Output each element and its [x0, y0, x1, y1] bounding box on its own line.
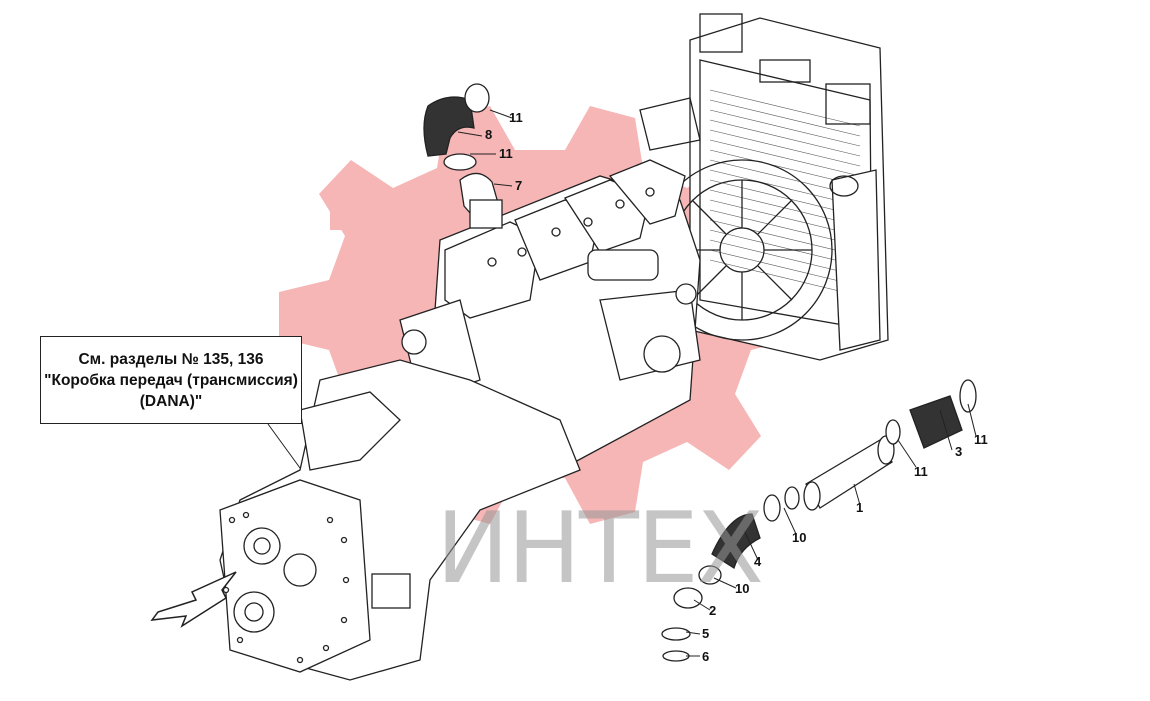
- upper-pipes: [423, 83, 503, 229]
- part-label-10: 10: [792, 530, 807, 545]
- part-label-11: 11: [974, 432, 988, 447]
- part-label-10: 10: [735, 581, 750, 596]
- part-label-6: 6: [702, 649, 710, 664]
- lower-pipes: [661, 379, 977, 662]
- part-label-5: 5: [702, 626, 710, 641]
- part-label-7: 7: [515, 178, 523, 193]
- output-direction-arrow: [150, 571, 237, 628]
- part-label-8: 8: [485, 127, 493, 142]
- part-label-11: 11: [499, 146, 513, 161]
- hose-3: [909, 395, 963, 449]
- section-reference-note: См. разделы № 135, 136 "Коробка передач …: [40, 336, 302, 424]
- part-label-3: 3: [955, 444, 963, 459]
- hose-4: [711, 513, 761, 570]
- part-label-4: 4: [754, 554, 762, 569]
- leader-lines: [267, 109, 977, 657]
- part-label-11: 11: [914, 464, 928, 479]
- transmission-assembly: [219, 359, 581, 681]
- part-label-11: 11: [509, 110, 523, 125]
- part-label-1: 1: [856, 500, 864, 515]
- note-line-2: "Коробка передач (трансмиссия): [44, 371, 298, 389]
- note-line-3: (DANA)": [139, 392, 203, 410]
- hose-8: [423, 96, 475, 157]
- note-line-1: См. разделы № 135, 136: [78, 350, 264, 368]
- watermark-text: ИНТЕХ: [436, 492, 764, 606]
- radiator-assembly: [639, 13, 889, 361]
- part-label-2: 2: [709, 603, 717, 618]
